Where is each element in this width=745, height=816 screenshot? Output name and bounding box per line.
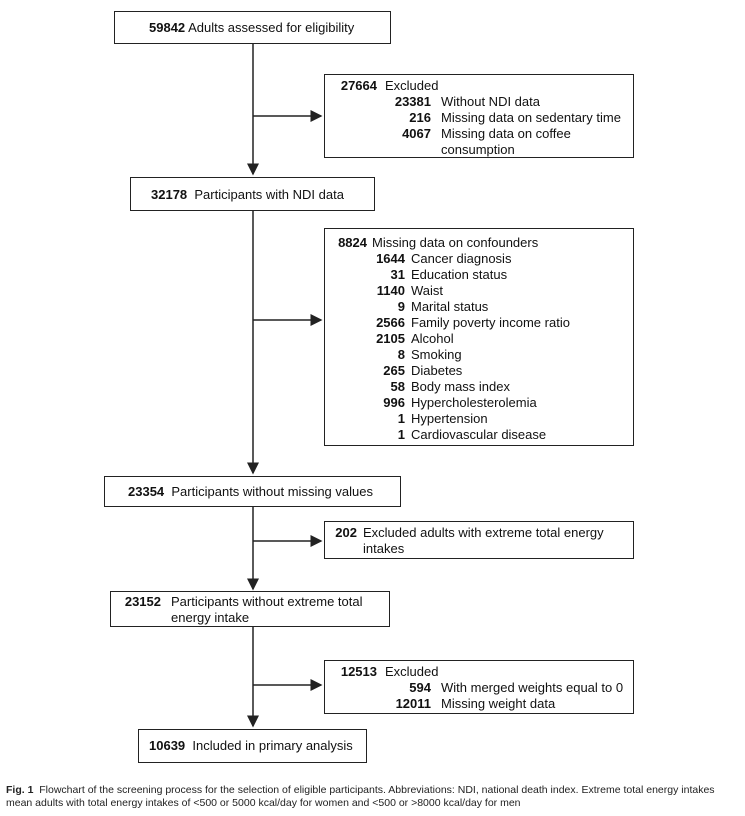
excl-item-number: 4067 <box>402 126 431 141</box>
excl-item-number: 1140 <box>376 283 405 298</box>
box-no-missing: 23354 Participants without missing value… <box>104 476 401 507</box>
excl-number: 202 <box>335 525 357 540</box>
excl-item-label: With merged weights equal to 0 <box>441 680 624 695</box>
figure-label: Fig. 1 <box>6 784 34 796</box>
box-excluded-weights: 12513 Excluded 594 With merged weights e… <box>324 660 634 714</box>
box-excluded-confounders: 8824 Missing data on confounders 1644 Can… <box>324 228 634 446</box>
box-text-cont: energy intake <box>171 610 250 625</box>
box-text: Participants with NDI data <box>194 187 344 202</box>
box-number: 23354 <box>128 484 165 499</box>
excl-label-cont: intakes <box>363 541 405 556</box>
excl-item-label-cont: consumption <box>441 142 515 157</box>
box-number: 10639 <box>149 738 186 753</box>
excl-item-label: Marital status <box>411 299 489 314</box>
excl-item-number: 58 <box>390 379 405 394</box>
box-text: Participants without missing values <box>171 484 373 499</box>
excl-item-label: Missing data on sedentary time <box>441 110 621 125</box>
excl-item-number: 23381 <box>394 94 431 109</box>
excl-item-number: 31 <box>390 267 405 282</box>
excl-item-label: Missing data on coffee <box>441 126 571 141</box>
excl-item-label: Missing weight data <box>441 696 556 711</box>
excl-number: 27664 <box>340 78 377 93</box>
excl-label: Missing data on confounders <box>372 235 539 250</box>
excl-item-number: 8 <box>397 347 405 362</box>
excl-number: 12513 <box>340 664 377 679</box>
excl-label: Excluded <box>385 78 439 93</box>
excl-label: Excluded adults with extreme total energ… <box>363 525 604 540</box>
excl-item-label: Hypertension <box>411 411 488 426</box>
excl-item-label: Body mass index <box>411 379 510 394</box>
caption-text: Flowchart of the screening process for t… <box>6 784 715 809</box>
excl-item-label: Waist <box>411 283 444 298</box>
excl-item-label: Without NDI data <box>441 94 540 109</box>
box-ndi-data: 32178 Participants with NDI data <box>130 177 375 211</box>
box-text: Adults assessed for eligibility <box>188 20 355 35</box>
box-number: 23152 <box>124 594 161 609</box>
excl-number: 8824 <box>338 235 367 250</box>
excl-item-number: 1 <box>397 411 405 426</box>
excl-item-number: 2105 <box>376 331 405 346</box>
excl-item-number: 9 <box>397 299 405 314</box>
excl-item-number: 12011 <box>395 696 431 711</box>
figure-caption: Fig. 1 Flowchart of the screening proces… <box>6 784 741 810</box>
box-no-extreme: 23152 Participants without extreme total… <box>110 591 390 627</box>
excl-item-label: Family poverty income ratio <box>411 315 570 330</box>
excl-item-number: 996 <box>383 395 405 410</box>
excl-item-number: 594 <box>409 680 431 695</box>
box-excluded-1: 27664 Excluded 23381 Without NDI data 21… <box>324 74 634 158</box>
excl-item-number: 1644 <box>376 251 405 266</box>
excl-item-label: Smoking <box>411 347 462 362</box>
excl-item-label: Education status <box>411 267 508 282</box>
excl-item-number: 2566 <box>376 315 405 330</box>
excl-item-label: Alcohol <box>411 331 454 346</box>
excl-item-label: Diabetes <box>411 363 463 378</box>
box-number: 59842 <box>149 20 186 35</box>
box-included: 10639 Included in primary analysis <box>138 729 367 763</box>
excl-item-label: Cancer diagnosis <box>411 251 512 266</box>
excl-item-number: 1 <box>397 427 405 442</box>
excl-item-label: Hypercholesterolemia <box>411 395 537 410</box>
excl-item-label: Cardiovascular disease <box>411 427 547 442</box>
box-excluded-energy: 202 Excluded adults with extreme total e… <box>324 521 634 559</box>
box-text: Included in primary analysis <box>192 738 353 753</box>
excl-label: Excluded <box>385 664 439 679</box>
box-text: Participants without extreme total <box>171 594 363 609</box>
excl-item-number: 265 <box>383 363 405 378</box>
box-assessed: 59842 Adults assessed for eligibility <box>114 11 391 44</box>
box-number: 32178 <box>151 187 188 202</box>
excl-item-number: 216 <box>409 110 431 125</box>
